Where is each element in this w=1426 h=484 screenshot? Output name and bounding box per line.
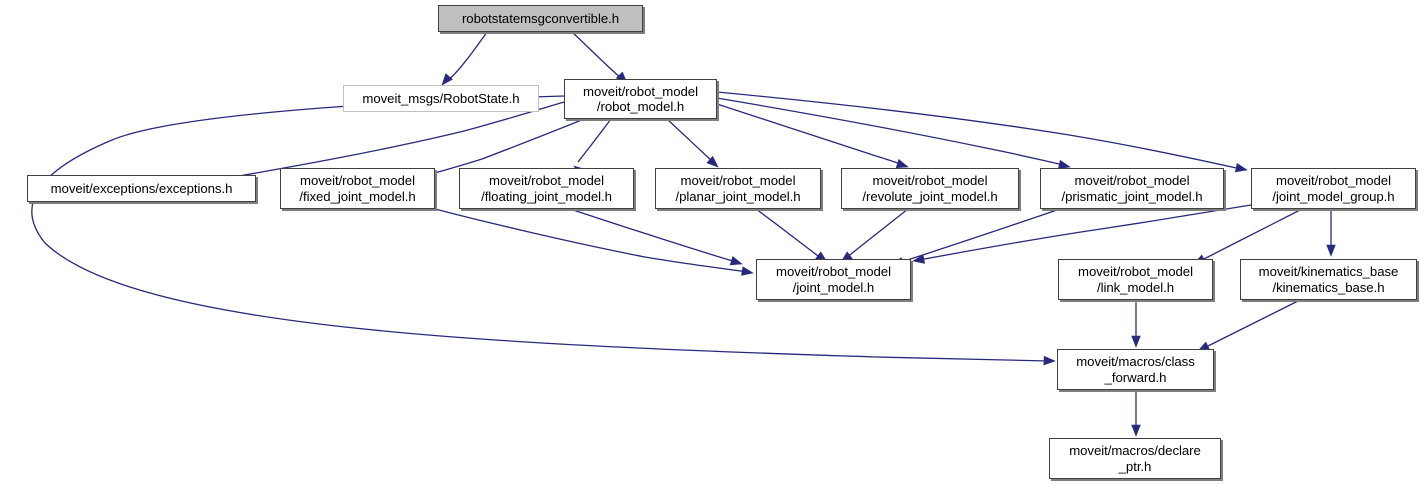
graph-node-label: moveit/exceptions/exceptions.h	[50, 180, 233, 196]
graph-node-label: moveit/macros/declare _ptr.h	[1069, 443, 1201, 474]
graph-node-label: moveit/robot_model /fixed_joint_model.h	[299, 173, 416, 204]
graph-edge-robotmodel-to-classforward	[31, 95, 1050, 362]
graph-edge-arrowhead	[441, 73, 453, 86]
graph-node-label: moveit/robot_model /prismatic_joint_mode…	[1061, 173, 1203, 204]
graph-node-joint_model[interactable]: moveit/robot_model /joint_model.h	[756, 259, 911, 300]
graph-node-prismatic_joint_model[interactable]: moveit/robot_model /prismatic_joint_mode…	[1040, 168, 1224, 209]
graph-edge-prismatic-to-joint	[897, 208, 1061, 264]
graph-edge-arrowhead	[912, 254, 925, 264]
graph-node-label: moveit/robot_model /floating_joint_model…	[481, 173, 612, 204]
graph-edge-floating-to-joint	[569, 208, 737, 263]
graph-node-label: moveit/robot_model /joint_model_group.h	[1272, 173, 1395, 204]
graph-node-robotstate_msg[interactable]: moveit_msgs/RobotState.h	[343, 85, 539, 112]
graph-node-label: moveit/robot_model /joint_model.h	[776, 264, 891, 295]
graph-node-label: moveit_msgs/RobotState.h	[362, 90, 520, 106]
graph-node-label: moveit/robot_model /planar_joint_model.h	[675, 173, 801, 204]
graph-edge-arrowhead	[1131, 335, 1141, 348]
graph-edge-robotmodel-to-jmg	[716, 91, 1242, 170]
graph-node-label: moveit/robot_model /robot_model.h	[583, 83, 698, 115]
graph-node-label: moveit/robot_model /link_model.h	[1078, 264, 1193, 295]
graph-edge-robotmodel-to-floating	[577, 118, 612, 163]
graph-node-robot_model[interactable]: moveit/robot_model /robot_model.h	[564, 79, 717, 119]
graph-node-class_forward[interactable]: moveit/macros/class _forward.h	[1057, 349, 1214, 390]
graph-edge-arrowhead	[729, 256, 743, 266]
graph-edge-robotmodel-to-planar	[666, 118, 715, 164]
graph-node-joint_model_group[interactable]: moveit/robot_model /joint_model_group.h	[1251, 168, 1416, 209]
graph-edge-arrowhead	[1234, 163, 1248, 173]
graph-edge-planar-to-joint	[755, 208, 823, 260]
graph-edge-fixed-to-joint	[434, 208, 749, 273]
graph-edge-arrowhead	[895, 159, 909, 169]
graph-node-planar_joint_model[interactable]: moveit/robot_model /planar_joint_model.h	[655, 168, 821, 209]
graph-edge-revolute-to-joint	[845, 208, 909, 259]
graph-node-label: moveit/kinematics_base /kinematics_base.…	[1258, 264, 1399, 295]
graph-edge-jmg-to-linkmodel	[1199, 208, 1303, 262]
graph-edge-robotmodel-to-prismatic	[716, 97, 1065, 166]
graph-node-declare_ptr[interactable]: moveit/macros/declare _ptr.h	[1049, 438, 1221, 479]
graph-node-label: moveit/robot_model /revolute_joint_model…	[862, 173, 998, 204]
graph-node-link_model[interactable]: moveit/robot_model /link_model.h	[1058, 259, 1213, 300]
graph-node-fixed_joint_model[interactable]: moveit/robot_model /fixed_joint_model.h	[280, 168, 435, 209]
graph-node-exceptions[interactable]: moveit/exceptions/exceptions.h	[27, 175, 256, 202]
graph-edge-kinematics-to-classforward	[1203, 299, 1301, 349]
graph-edge-jmg-to-joint	[918, 204, 1252, 261]
graph-edge-arrowhead	[1326, 244, 1336, 257]
graph-edge-arrowhead	[1131, 424, 1141, 437]
graph-edge-robotmodel-to-revolute	[716, 103, 904, 166]
graph-edge-robotmodel-to-exceptions	[238, 101, 565, 177]
graph-edge-arrowhead	[706, 155, 719, 168]
graph-edge-root-to-robotstate	[445, 31, 488, 83]
graph-node-revolute_joint_model[interactable]: moveit/robot_model /revolute_joint_model…	[841, 168, 1019, 209]
graph-edge-arrowhead	[1043, 355, 1056, 366]
graph-node-kinematics_base[interactable]: moveit/kinematics_base /kinematics_base.…	[1240, 259, 1417, 300]
graph-edge-root-to-robotmodel	[571, 31, 624, 81]
graph-node-label: moveit/macros/class _forward.h	[1076, 354, 1195, 385]
graph-node-floating_joint_model[interactable]: moveit/robot_model /floating_joint_model…	[459, 168, 634, 209]
graph-node-label: robotstatemsgconvertible.h	[461, 10, 620, 26]
graph-edge-arrowhead	[741, 266, 754, 276]
graph-node-root[interactable]: robotstatemsgconvertible.h	[438, 5, 643, 32]
